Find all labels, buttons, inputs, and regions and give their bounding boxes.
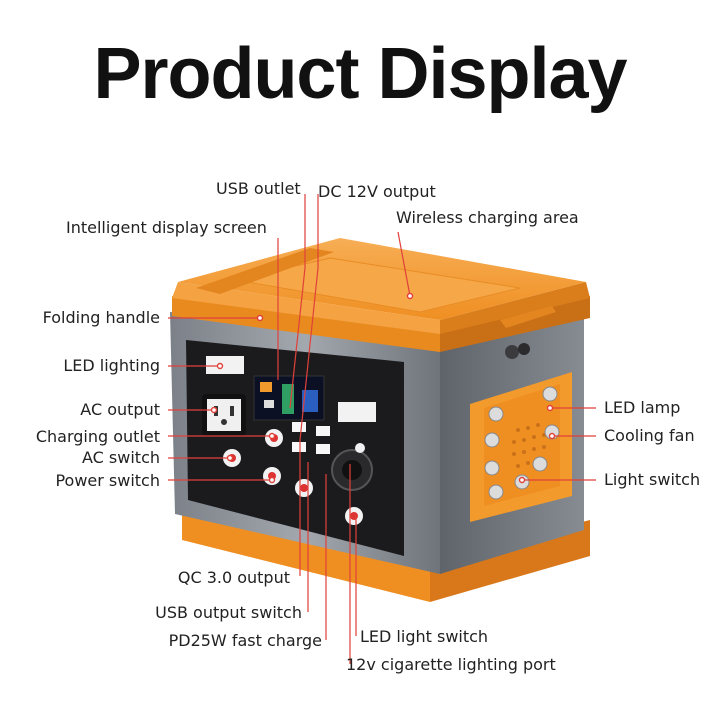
label-led-lighting: LED lighting: [63, 356, 160, 375]
label-light-switch: Light switch: [604, 470, 701, 489]
label-folding-handle: Folding handle: [42, 308, 160, 327]
label-pd25w-fast-charge: PD25W fast charge: [168, 631, 322, 650]
label-ac-switch: AC switch: [82, 448, 160, 467]
label-charging-outlet: Charging outlet: [35, 427, 160, 446]
label-dc-12v-output: DC 12V output: [318, 182, 436, 201]
label-cigarette-port: 12v cigarette lighting port: [346, 655, 556, 674]
label-usb-output-switch: USB output switch: [155, 603, 302, 622]
label-wireless-charging-area: Wireless charging area: [396, 208, 579, 227]
label-ac-output: AC output: [80, 400, 160, 419]
page-title: Product Display: [93, 34, 627, 114]
label-usb-outlet: USB outlet: [216, 179, 301, 198]
folding-handle: [196, 248, 334, 294]
label-power-switch: Power switch: [55, 471, 160, 490]
label-cooling-fan: Cooling fan: [604, 426, 695, 445]
leader-lines: [168, 194, 596, 664]
label-led-lamp: LED lamp: [604, 398, 681, 417]
label-intelligent-display-screen: Intelligent display screen: [66, 218, 267, 237]
label-qc30-output: QC 3.0 output: [177, 568, 290, 587]
label-led-light-switch: LED light switch: [360, 627, 489, 646]
